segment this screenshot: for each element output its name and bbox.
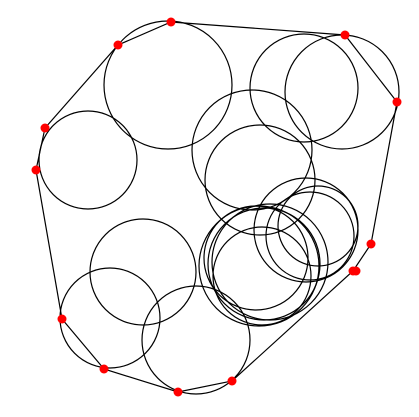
circle-5 — [191, 89, 313, 211]
hull-vertex-10 — [31, 165, 41, 175]
hull-vertex-9 — [57, 314, 67, 324]
circle-7 — [89, 218, 197, 326]
hull-vertices-layer — [31, 17, 402, 397]
hull-vertex-13 — [351, 266, 361, 276]
circle-6 — [204, 124, 316, 236]
circles-layer — [38, 20, 400, 395]
circle-14 — [211, 203, 329, 321]
circle-8 — [59, 267, 161, 369]
circle-4 — [284, 34, 400, 150]
hull-vertex-7 — [173, 387, 183, 397]
circle-9 — [141, 285, 251, 395]
circle-17 — [277, 185, 359, 267]
hull-vertex-2 — [340, 30, 350, 40]
hull-vertex-12 — [113, 40, 123, 50]
hull-vertex-4 — [366, 239, 376, 249]
hull-vertex-1 — [166, 17, 176, 27]
hull-vertex-3 — [392, 97, 402, 107]
circle-10 — [203, 205, 309, 311]
circle-3 — [249, 33, 359, 143]
hull-vertex-8 — [99, 364, 109, 374]
circle-2 — [38, 110, 138, 210]
hull-vertex-11 — [40, 123, 50, 133]
circle-13 — [212, 226, 312, 326]
hull-vertex-6 — [227, 376, 237, 386]
circle-16 — [265, 191, 355, 281]
circle-1 — [103, 20, 233, 150]
